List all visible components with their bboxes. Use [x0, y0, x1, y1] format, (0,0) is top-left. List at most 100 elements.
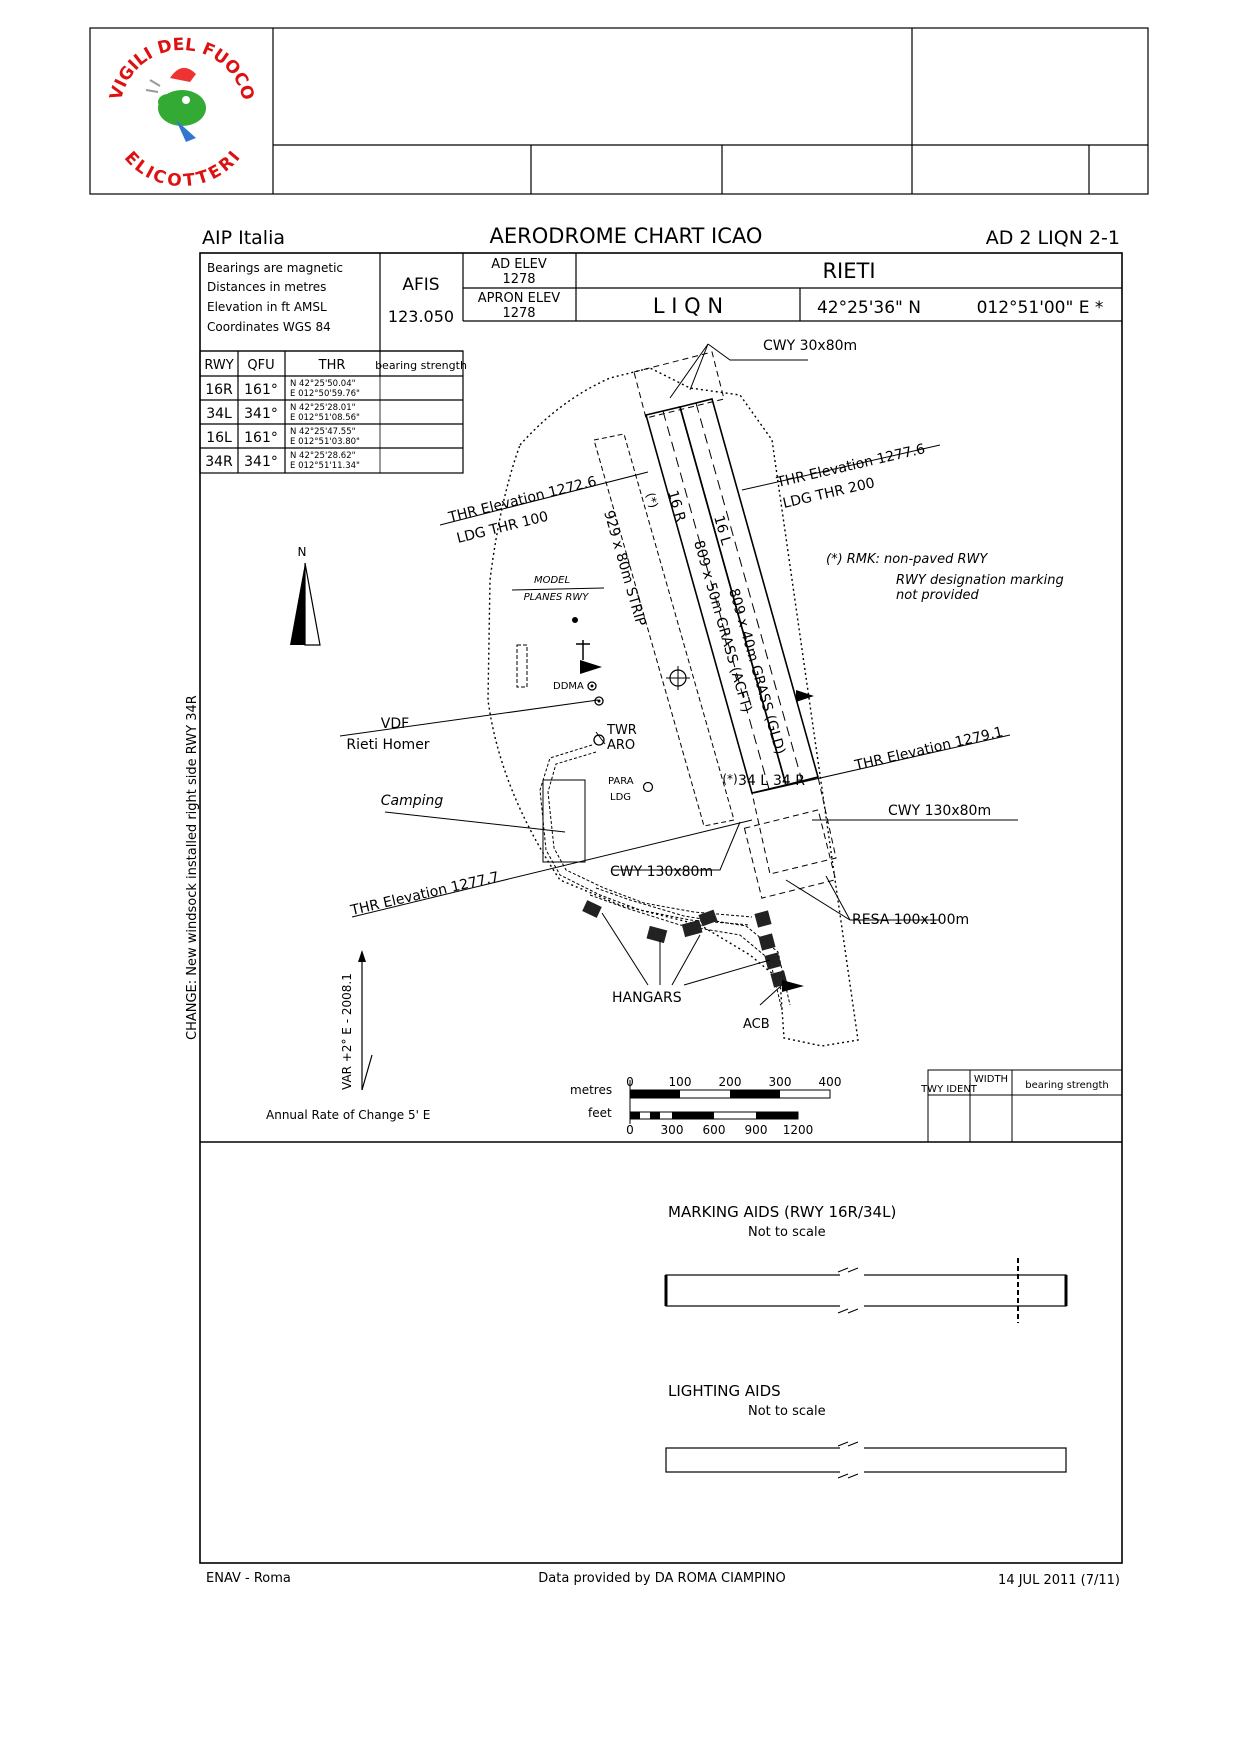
info-coordinates: Coordinates WGS 84	[207, 320, 331, 334]
thr-line-34r	[753, 734, 1011, 794]
non-paved-mark-bottom: (*)	[722, 772, 737, 786]
magnetic-variation-arrow-icon	[358, 950, 373, 1091]
rwy-16l: 16L	[206, 430, 232, 446]
qfu-34r: 341°	[244, 454, 278, 470]
thr-34r-lon: E 012°51'11.34"	[290, 461, 360, 471]
marking-aids-subtitle: Not to scale	[748, 1225, 826, 1240]
rwy-34r: 34R	[205, 454, 233, 470]
para-ldg-symbol	[642, 781, 654, 793]
scale-m-200: 200	[719, 1075, 742, 1089]
vdf-symbol	[594, 696, 604, 706]
ldg-label: LDG	[610, 792, 631, 803]
bearing-header: bearing strength	[375, 359, 467, 372]
runway-16l-34r	[679, 398, 819, 786]
scale-ft-600: 600	[703, 1123, 726, 1137]
scale-bar: metres feet 0 100 200 300 400 0 300 600 …	[570, 1075, 841, 1137]
para-label: PARA	[608, 776, 634, 787]
windsock-34r-icon	[796, 690, 814, 702]
leader-lines	[339, 343, 1018, 1006]
annual-rate-label: Annual Rate of Change 5' E	[266, 1108, 430, 1122]
thr-elev-34l-label: THR Elevation 1277.7	[348, 869, 500, 919]
clearway-top	[633, 351, 725, 419]
thr-16r-lat: N 42°25'50.04"	[290, 379, 356, 389]
hangars-label: HANGARS	[612, 990, 682, 1006]
vigili-del-fuoco-logo: VIGILI DEL FUOCO ELICOTTERI	[106, 35, 258, 191]
model-planes-runway	[516, 644, 528, 688]
thr-16l-lon: E 012°51'03.80"	[290, 437, 360, 447]
twy-bearing-header: bearing strength	[1025, 1080, 1109, 1091]
qfu-16r: 161°	[244, 382, 278, 398]
footer-publisher: ENAV - Roma	[206, 1571, 291, 1586]
model-label-2: PLANES RWY	[524, 592, 590, 603]
chart-source-label: AIP Italia	[202, 227, 285, 249]
model-label-1: MODEL	[534, 575, 570, 586]
remark-line-2: RWY designation marking	[896, 573, 1064, 588]
camping-area	[542, 779, 586, 863]
qfu-16l: 161°	[244, 430, 278, 446]
resa-area	[743, 809, 837, 899]
rwy-16r: 16R	[205, 382, 233, 398]
rwy-34l: 34L	[206, 406, 232, 422]
rwy-table: RWY QFU THR bearing strength 16R 161° N …	[204, 358, 467, 471]
ddma-label: DDMA	[553, 681, 584, 692]
scale-ft-1200: 1200	[783, 1123, 814, 1137]
windsock-acb-icon	[782, 980, 804, 992]
rwy-16r-designator: 16 R	[664, 489, 688, 524]
footer-data-source: Data provided by DA ROMA CIAMPINO	[538, 1571, 785, 1586]
aerodrome-name: RIETI	[822, 259, 875, 283]
windsock-icon	[576, 640, 602, 674]
info-bearings: Bearings are magnetic	[207, 261, 343, 275]
chart-page-id: AD 2 LIQN 2-1	[986, 227, 1120, 249]
scale-m-100: 100	[669, 1075, 692, 1089]
rwy-header: RWY	[204, 358, 233, 373]
acb-label: ACB	[743, 1017, 770, 1032]
arp-latitude: 42°25'36" N	[817, 298, 921, 318]
lighting-aids: LIGHTING AIDS Not to scale	[665, 1382, 1067, 1479]
info-distances: Distances in metres	[207, 280, 326, 294]
thr-16l-lat: N 42°25'47.55"	[290, 427, 356, 437]
qfu-34l: 341°	[244, 406, 278, 422]
twr-symbol	[593, 734, 605, 746]
thr-16r-lon: E 012°50'59.76"	[290, 389, 360, 399]
thr-34r-lat: N 42°25'28.62"	[290, 451, 356, 461]
qfu-header: QFU	[247, 358, 274, 373]
rwy-16l-designator: 16 L	[710, 514, 734, 548]
info-elevation: Elevation in ft AMSL	[207, 300, 327, 314]
rwy-34l-designator: 34 L	[738, 773, 768, 789]
strip-dimensions: 929 x 80m STRIP	[600, 509, 648, 628]
remark-line-3: not provided	[896, 588, 980, 603]
mascot-hose-icon	[176, 120, 196, 142]
taxiway-table: TWY IDENT WIDTH bearing strength	[920, 1069, 1123, 1143]
twy-width-header: WIDTH	[974, 1074, 1008, 1085]
twy-ident-header: TWY IDENT	[920, 1084, 978, 1095]
afis-frequency: 123.050	[388, 307, 454, 326]
scale-m-300: 300	[769, 1075, 792, 1089]
scale-ft-300: 300	[661, 1123, 684, 1137]
apron-elev-label: APRON ELEV	[478, 291, 561, 306]
runway-strip	[593, 433, 735, 827]
logo-bottom-text: ELICOTTERI	[120, 148, 244, 192]
scale-ft-900: 900	[745, 1123, 768, 1137]
footer-date: 14 JUL 2011 (7/11)	[998, 1573, 1120, 1588]
scale-m-0: 0	[626, 1075, 634, 1089]
ad-elev-value: 1278	[502, 272, 535, 287]
thr-34l-lat: N 42°25'28.01"	[290, 403, 356, 413]
north-arrow-icon	[290, 562, 321, 646]
cwy-center-label: CWY 130x80m	[610, 864, 713, 880]
hangar-buildings	[582, 900, 788, 988]
remark-line-1: (*) RMK: non-paved RWY	[826, 552, 988, 567]
ddma-symbol	[587, 681, 597, 691]
scale-metres-label: metres	[570, 1083, 612, 1097]
header-box	[89, 27, 1149, 195]
rwy-34r-designator: 34 R	[773, 773, 805, 789]
chart-frame	[199, 252, 1123, 1564]
thr-line-34l	[351, 819, 753, 918]
marking-aids-title: MARKING AIDS (RWY 16R/34L)	[668, 1203, 896, 1221]
ad-elev-label: AD ELEV	[491, 257, 547, 272]
cwy-right-label: CWY 130x80m	[888, 803, 991, 819]
hangar-taxiway	[589, 894, 783, 1011]
vdf-label: VDF	[381, 716, 409, 732]
mascot-helmet-icon	[170, 67, 196, 82]
marker-dot	[572, 617, 578, 623]
